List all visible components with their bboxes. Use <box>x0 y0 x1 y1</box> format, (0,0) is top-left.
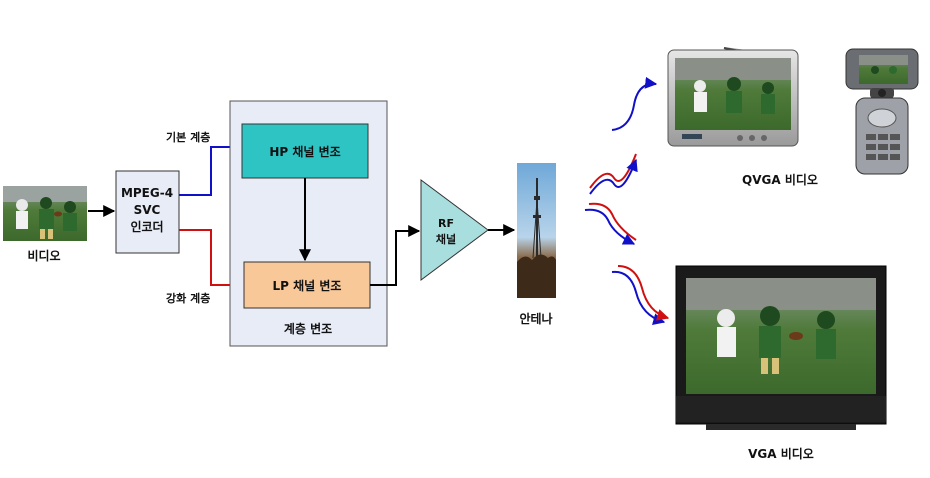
source-video-thumbnail <box>3 186 87 241</box>
base-layer-path <box>179 141 244 196</box>
wave-to-portable-tv <box>611 76 658 131</box>
source-video-label: 비디오 <box>27 248 60 263</box>
broadcast-waves <box>584 76 670 325</box>
rf-label-line2: 채널 <box>436 232 456 246</box>
vga-video-label: VGA 비디오 <box>748 446 814 461</box>
enhancement-layer-path <box>179 229 244 291</box>
portable-tv-device <box>667 47 799 147</box>
encoder-label-line3: 인코더 <box>130 219 163 234</box>
encoder-label-line1: MPEG-4 <box>121 186 173 200</box>
wave-up-blue <box>589 158 638 195</box>
rf-label-line1: RF <box>438 217 454 230</box>
qvga-video-label: QVGA 비디오 <box>742 172 818 187</box>
rf-channel-triangle <box>420 179 489 281</box>
layered-modulation-label: 계층 변조 <box>284 321 332 336</box>
lp-to-rf-arrow <box>370 225 421 286</box>
wave-to-flat-tv-blue <box>611 270 666 325</box>
flip-phone-device <box>845 48 919 175</box>
enhancement-layer-label: 강화 계층 <box>166 291 210 305</box>
antenna-tower-photo <box>517 163 556 298</box>
wave-to-flat-tv-red <box>617 265 670 321</box>
wave-down-blue <box>584 208 636 245</box>
antenna-label: 안테나 <box>519 311 552 326</box>
wave-down-red <box>588 202 637 241</box>
encoder-label-line2: SVC <box>134 203 161 217</box>
svc-encoder-box <box>115 170 180 254</box>
hp-modulation-box <box>241 123 369 179</box>
base-layer-label: 기본 계층 <box>166 130 210 144</box>
lp-modulation-label: LP 채널 변조 <box>273 278 342 293</box>
lp-modulation-box <box>243 261 371 309</box>
flat-panel-tv-device <box>675 265 887 430</box>
hp-modulation-label: HP 채널 변조 <box>269 144 340 159</box>
